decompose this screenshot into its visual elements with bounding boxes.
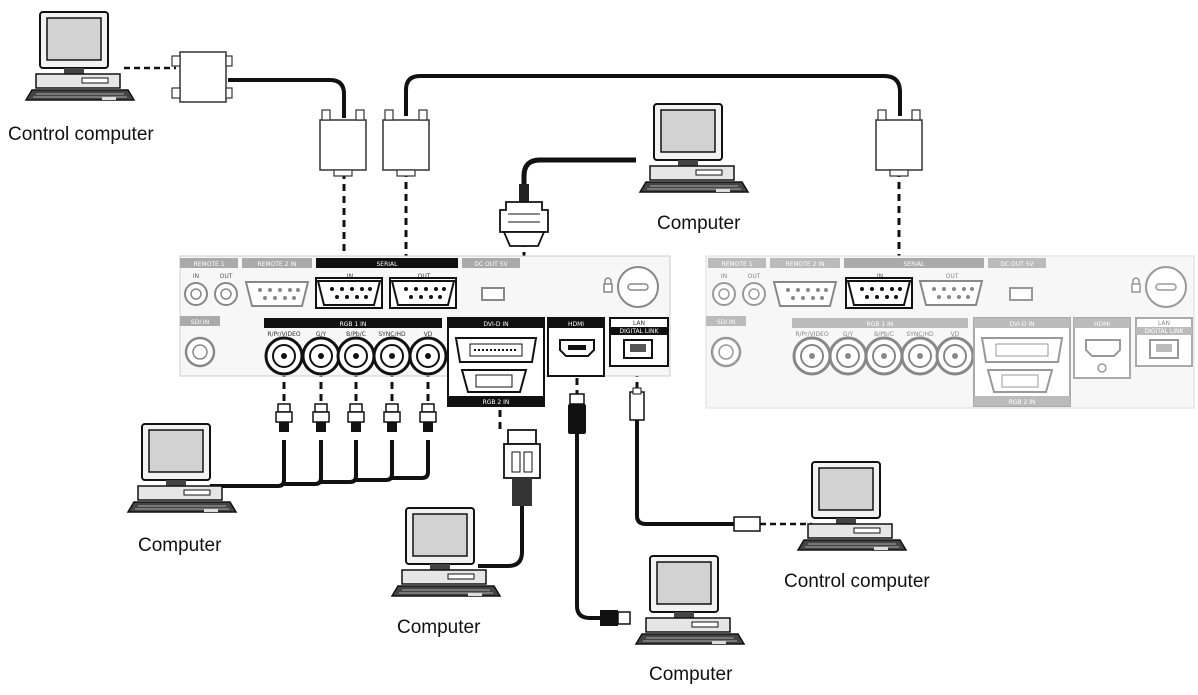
bnc-label-2: B/Pb/C: [346, 331, 366, 338]
terminal-panel-main: REMOTE 1 REMOTE 2 IN SERIAL DC OUT 5V IN…: [179, 255, 671, 407]
computer-icon-left: [127, 423, 237, 513]
computer-icon-control-top-left: [25, 11, 135, 101]
bnc-label-0: R/Pr/VIDEO: [267, 331, 300, 338]
serial-adapter-icon-serial-out: [382, 109, 430, 177]
bnc-label-4: VD: [424, 331, 433, 338]
bnc-label-3: SYNC/HD: [378, 331, 406, 338]
label-computer-top-center: Computer: [657, 213, 741, 234]
hdmi-label: HDMI: [568, 321, 584, 328]
serial-label: SERIAL: [377, 261, 399, 268]
bnc-label-1: G/Y: [316, 331, 327, 338]
rgb2-label: RGB 2 IN: [483, 399, 510, 406]
lan-label: LAN: [633, 320, 645, 327]
remote1-out-label: OUT: [220, 273, 233, 280]
usb-plug-icon: [600, 610, 631, 626]
label-computer-bottom-center: Computer: [649, 664, 733, 685]
label-control-computer-top-left: Control computer: [8, 124, 154, 145]
side-bnc-label-1: G/Y: [843, 331, 854, 338]
terminal-panel-side: REMOTE 1 REMOTE 2 IN SERIAL DC OUT 5V IN…: [705, 255, 1195, 409]
lock-icon-side: [1131, 277, 1141, 293]
side-serial-in-label: IN: [877, 273, 883, 280]
rgb1-label: RGB 1 IN: [340, 321, 367, 328]
dvi-plug-icon: [499, 184, 549, 247]
serial-adapter-icon-right: [875, 109, 923, 177]
computer-icon-bottom-center-left: [391, 507, 501, 597]
computer-icon-top-center: [639, 103, 749, 193]
computer-icon-bottom-center: [635, 555, 745, 645]
side-hdmi-label: HDMI: [1094, 321, 1110, 328]
label-control-computer-right: Control computer: [784, 571, 930, 592]
side-dc-out-label: DC OUT 5V: [1000, 261, 1034, 268]
side-serial-out-label: OUT: [946, 273, 959, 280]
side-lan-label: LAN: [1158, 320, 1170, 327]
side-remote1-out-label: OUT: [748, 273, 761, 280]
serial-adapter-icon-left: [171, 51, 233, 103]
side-remote2-label: REMOTE 2 IN: [785, 261, 824, 268]
serial-out-label: OUT: [418, 273, 431, 280]
serial-in-label: IN: [347, 273, 353, 280]
side-serial-label: SERIAL: [904, 261, 926, 268]
sdi-in-label: SDI IN: [191, 319, 209, 326]
side-remote1-in-label: IN: [721, 273, 727, 280]
side-dvi-label: DVI-D IN: [1009, 321, 1034, 328]
lan-plug-icon-panel: [629, 387, 645, 421]
hdmi-plug-icon: [568, 393, 586, 434]
remote1-label: REMOTE 1: [193, 261, 224, 268]
bnc-plug-icon: [275, 403, 437, 433]
side-remote1-label: REMOTE 1: [721, 261, 752, 268]
dvi-label: DVI-D IN: [483, 321, 508, 328]
label-computer-bottom-center-left: Computer: [397, 617, 481, 638]
side-sdi-in-label: SDI IN: [717, 319, 735, 326]
label-computer-left: Computer: [138, 535, 222, 556]
remote1-in-label: IN: [193, 273, 199, 280]
digital-link-label: DIGITAL LINK: [620, 328, 660, 335]
serial-adapter-icon-serial-in: [319, 109, 367, 177]
remote2-label: REMOTE 2 IN: [257, 261, 296, 268]
side-rgb2-label: RGB 2 IN: [1009, 399, 1036, 406]
lock-icon: [603, 277, 613, 293]
side-bnc-label-3: SYNC/HD: [906, 331, 934, 338]
vga-plug-icon: [503, 429, 541, 506]
side-bnc-label-2: B/Pb/C: [874, 331, 894, 338]
lan-plug-icon-computer: [733, 516, 761, 532]
side-bnc-label-4: VD: [951, 331, 960, 338]
side-bnc-label-0: R/Pr/VIDEO: [795, 331, 828, 338]
side-rgb1-label: RGB 1 IN: [867, 321, 894, 328]
side-digital-link-label: DIGITAL LINK: [1145, 328, 1185, 335]
dc-out-label: DC OUT 5V: [474, 261, 508, 268]
computer-icon-control-right: [797, 461, 907, 551]
